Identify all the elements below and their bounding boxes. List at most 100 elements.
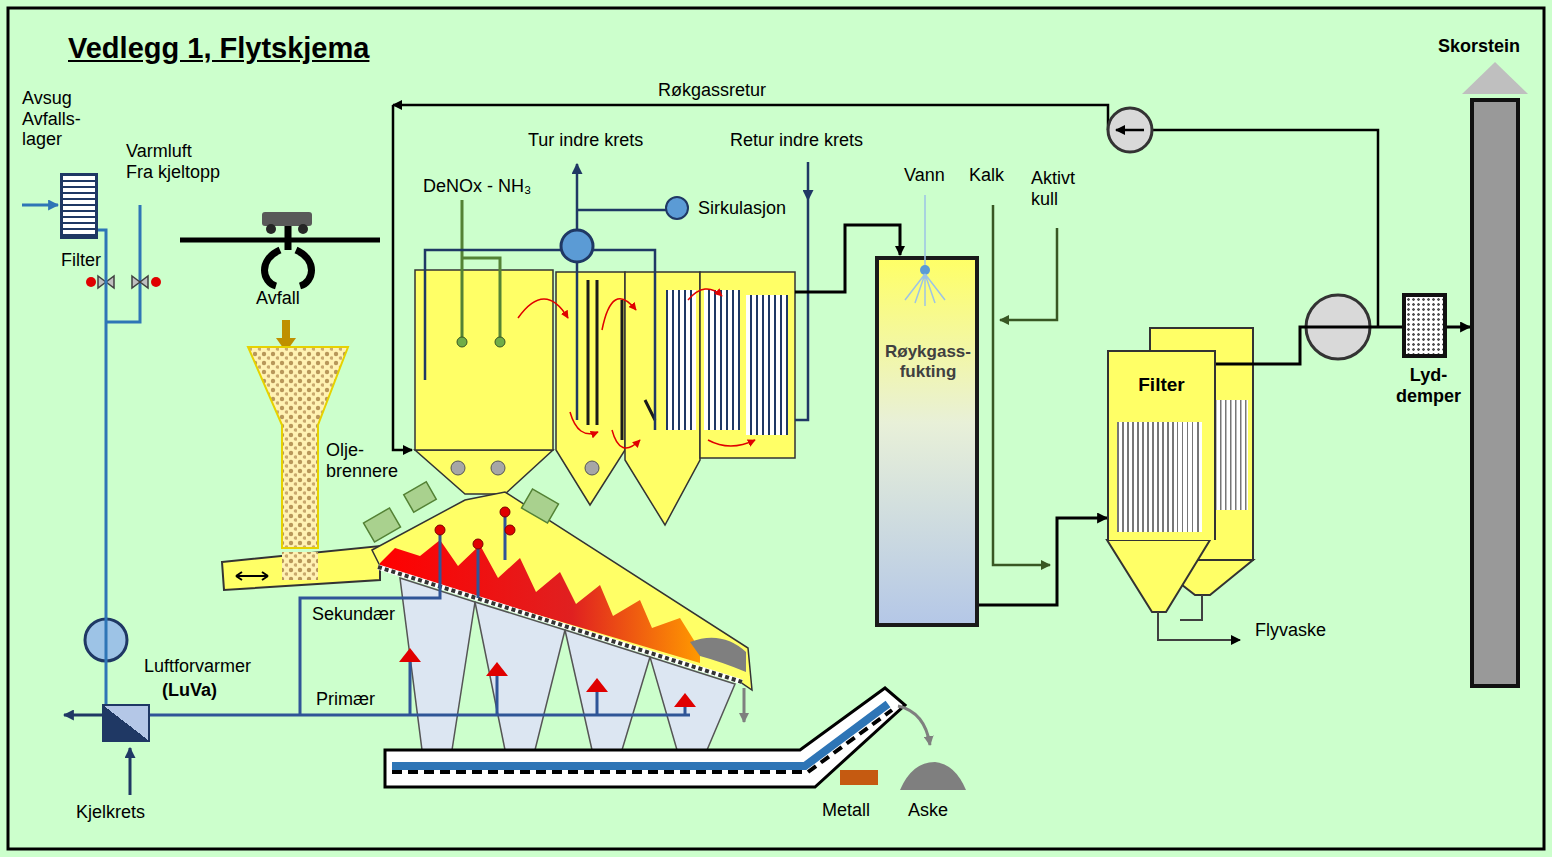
air-arrow xyxy=(399,648,421,662)
air-duct xyxy=(478,516,505,598)
flow-label: Vann xyxy=(904,165,945,186)
oil-burner xyxy=(364,508,401,542)
air-arrow xyxy=(399,648,696,707)
nozzle xyxy=(491,461,505,475)
water-circuit xyxy=(576,164,579,230)
air-duct xyxy=(300,532,440,715)
boiler xyxy=(415,450,553,494)
nozzle xyxy=(451,461,599,475)
sorbent-line xyxy=(993,205,1057,565)
boiler xyxy=(700,272,795,458)
flow-label: Avfall xyxy=(256,288,300,309)
diagram-title: Vedlegg 1, Flytskjema xyxy=(68,32,369,65)
gas-flow-arrow xyxy=(602,299,636,330)
ash-conveyor xyxy=(840,770,878,785)
crane xyxy=(282,320,290,340)
flow-label: Olje- brennere xyxy=(326,440,408,481)
ash-conveyor xyxy=(898,706,930,745)
denox-lances xyxy=(457,200,505,347)
flow-connector xyxy=(979,518,1107,605)
gas-flow-arrow xyxy=(518,299,568,318)
flow-label: Varmluft Fra kjeltopp xyxy=(126,141,221,182)
humidifier xyxy=(877,195,977,625)
flow-label: Retur indre krets xyxy=(730,130,863,151)
humidifier xyxy=(920,265,930,275)
air-arrow xyxy=(586,678,608,692)
air-pipes xyxy=(129,748,132,795)
boiler xyxy=(666,290,696,430)
denox-lances xyxy=(457,337,467,347)
ash-conveyor xyxy=(385,688,905,787)
bag-filter xyxy=(1180,595,1202,620)
node-text: Lyd- demper xyxy=(1390,365,1467,406)
ash-conveyor xyxy=(392,710,892,772)
ash-conveyor xyxy=(900,762,966,790)
node-text: Røykgass- fukting xyxy=(881,258,975,381)
air-arrow xyxy=(674,693,696,707)
boiler xyxy=(704,290,740,430)
feed-hopper xyxy=(236,572,268,580)
gas-flow-arrow xyxy=(688,289,722,300)
valve xyxy=(132,276,148,288)
furnace xyxy=(743,688,746,722)
air-duct xyxy=(150,714,690,717)
water-circuit xyxy=(425,250,561,380)
valve xyxy=(86,276,161,288)
air-intake xyxy=(106,205,140,322)
node-text: Filter xyxy=(41,250,121,271)
valve xyxy=(86,277,96,287)
crane xyxy=(180,212,380,352)
denox-lances xyxy=(495,337,505,347)
flow-label: Flyvaske xyxy=(1255,620,1326,641)
flow-label: Sekundær xyxy=(312,604,395,625)
air-arrow xyxy=(486,662,508,676)
frame xyxy=(8,8,1544,849)
nozzle xyxy=(585,461,599,475)
node-text: (LuVa) xyxy=(162,680,217,701)
gas-flow-arrow xyxy=(708,440,755,446)
water-circuit xyxy=(807,162,810,200)
bag-filter xyxy=(1158,612,1240,640)
water-circuit xyxy=(576,262,579,420)
bag-filter xyxy=(1107,540,1210,612)
flow-connector xyxy=(98,230,106,704)
bag-filter xyxy=(1107,328,1253,640)
flow-label: DeNOx - NH₃ xyxy=(423,176,531,197)
flow-connector xyxy=(1216,327,1402,364)
denox-lances xyxy=(462,200,500,338)
crane xyxy=(298,224,308,234)
grate-hopper xyxy=(400,578,735,750)
flow-label: Sirkulasjon xyxy=(698,198,786,219)
grate-hopper xyxy=(565,630,650,750)
ash-conveyor xyxy=(392,704,888,766)
bag-filter xyxy=(1214,400,1248,510)
crane xyxy=(266,224,276,234)
oil-burner xyxy=(404,482,437,512)
gas-flow-arrow xyxy=(612,430,640,448)
boiler xyxy=(556,272,625,505)
humidifier xyxy=(877,258,977,625)
secondary-air-port xyxy=(435,525,445,535)
flow-label: Røkgassretur xyxy=(658,80,766,101)
heat-exchanger: Luftforvarmer(LuVa) xyxy=(102,704,150,742)
sorbent-line xyxy=(1000,228,1057,320)
secondary-air-port xyxy=(500,507,510,517)
water-circuit xyxy=(425,162,808,430)
valve xyxy=(151,277,161,287)
feed-hopper xyxy=(282,552,318,580)
silencer-box: Lyd- demper xyxy=(1402,293,1447,358)
water-circuit xyxy=(577,209,666,212)
gas-flow-arrow xyxy=(570,412,598,434)
crane xyxy=(180,238,380,243)
flow-label: Avsug Avfalls- lager xyxy=(22,88,102,150)
air-pipes xyxy=(64,714,102,717)
node-text: Filter xyxy=(1109,352,1214,396)
flow-label: Primær xyxy=(316,689,375,710)
flow-label: Metall xyxy=(822,800,870,821)
grate-hopper xyxy=(475,602,565,750)
humidifier xyxy=(905,274,945,306)
secondary-air-port xyxy=(505,525,515,535)
boiler xyxy=(415,270,553,450)
